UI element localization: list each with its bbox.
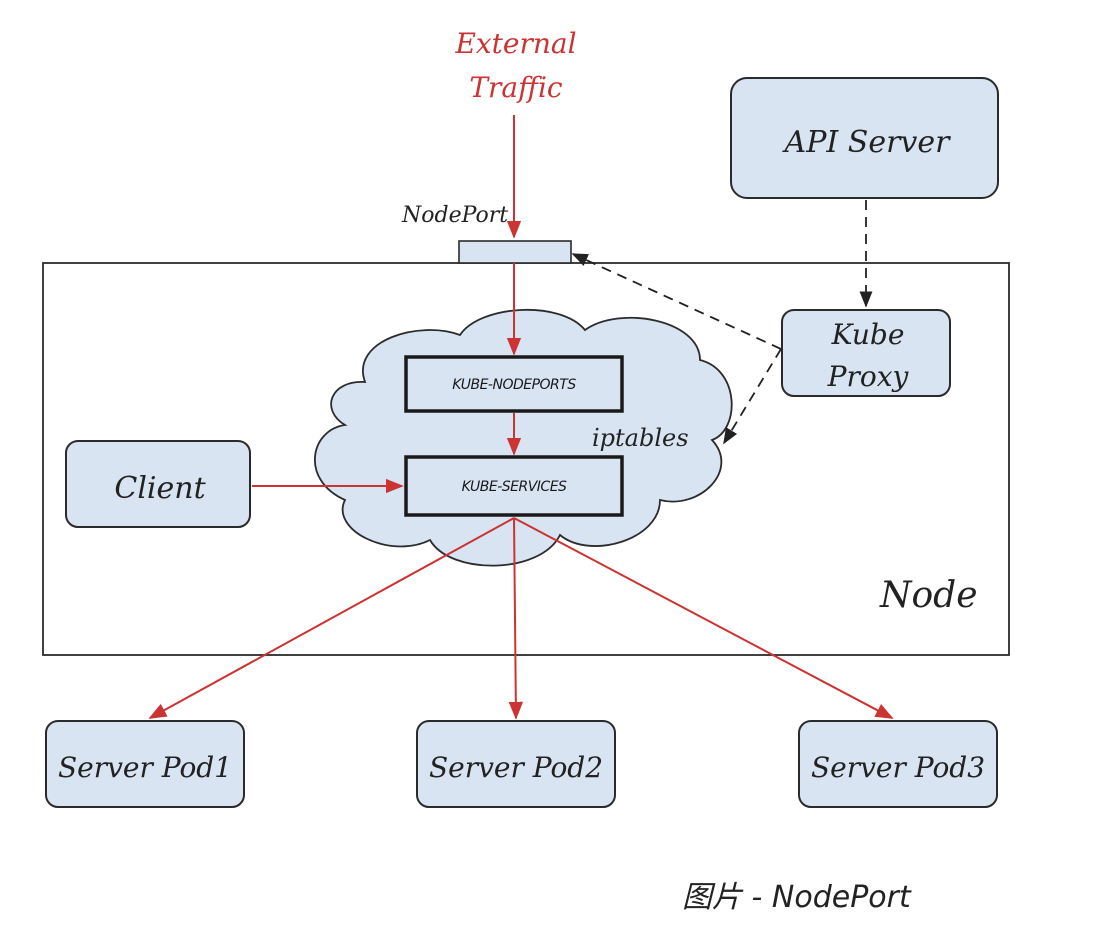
client-label: Client (114, 471, 206, 506)
dashed-arrow-kube-proxy-to-iptables (723, 348, 782, 445)
server-pod3-label: Server Pod3 (811, 751, 985, 784)
server-pod1-box (45, 720, 245, 808)
server-pod1-label: Server Pod1 (58, 751, 232, 784)
node-label: Node (879, 575, 978, 616)
kube-nodeports-box (404, 355, 624, 413)
client-box (65, 440, 251, 528)
arrow-services-to-pod1 (148, 517, 515, 719)
kube-proxy-box (781, 309, 951, 397)
arrow-services-to-pod3 (513, 517, 894, 719)
figure-caption: 图片 - NodePort (682, 880, 911, 915)
kube-nodeports-label: KUBE-NODEPORTS (452, 377, 576, 393)
api-server-box (730, 77, 999, 199)
nodeport-box (458, 240, 572, 264)
kube-proxy-label-line2: Proxy (827, 360, 910, 393)
iptables-label: iptables (592, 424, 689, 452)
external-traffic-line1: External (454, 27, 576, 60)
nodeport-label: NodePort (401, 203, 508, 228)
kube-proxy-label-line1: Kube (831, 318, 905, 351)
kube-services-box (404, 455, 624, 517)
external-traffic-line2: Traffic (469, 71, 563, 104)
server-pod2-box (416, 720, 616, 808)
dashed-arrow-kube-proxy-to-nodeport (571, 253, 782, 350)
kube-services-label: KUBE-SERVICES (462, 479, 567, 495)
arrow-services-to-pod2 (508, 517, 524, 720)
server-pod3-box (798, 720, 998, 808)
server-pod2-label: Server Pod2 (429, 751, 603, 784)
api-server-label: API Server (782, 125, 952, 160)
